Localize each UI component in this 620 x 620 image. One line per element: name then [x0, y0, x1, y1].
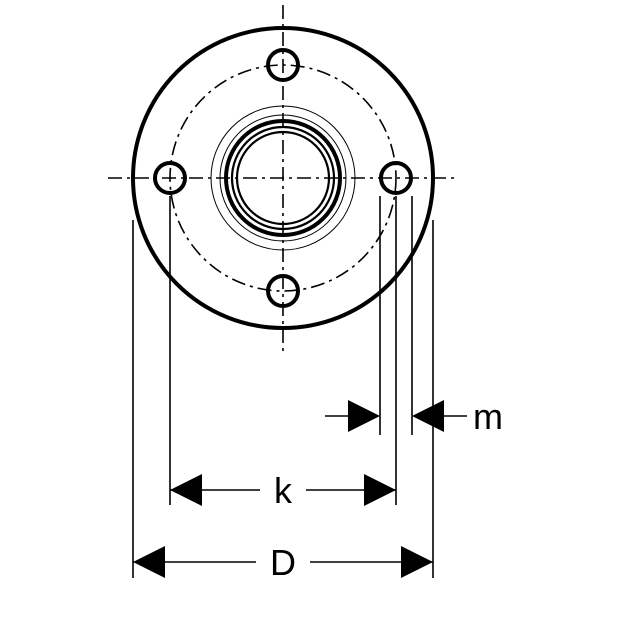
dimension-label-d: D — [270, 542, 296, 583]
dimension-d-arrow-left — [133, 546, 165, 578]
dimension-label-m: m — [473, 396, 503, 437]
dimension-k-arrow-left — [170, 474, 202, 506]
dimension-d-arrow-right — [401, 546, 433, 578]
dimension-m: m — [325, 396, 503, 437]
dimension-k: k — [170, 470, 396, 511]
dimension-d: D — [133, 542, 433, 583]
dimension-k-arrow-right — [364, 474, 396, 506]
dimension-m-arrow-left — [348, 400, 380, 432]
dimension-m-arrow-right — [412, 400, 444, 432]
dimension-label-k: k — [274, 470, 293, 511]
